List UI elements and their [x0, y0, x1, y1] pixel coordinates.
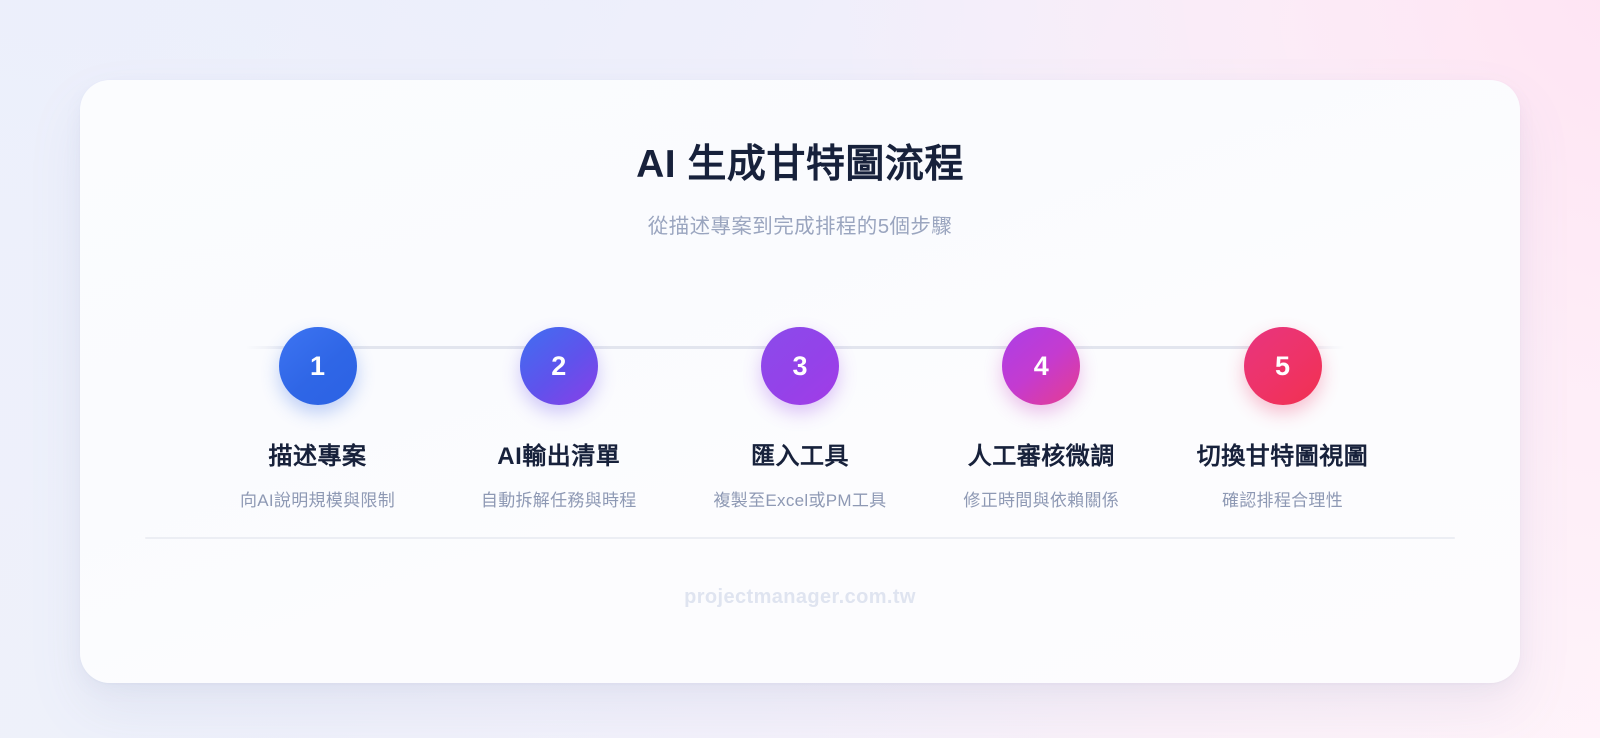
step-number-badge-4[interactable]: 4: [1002, 327, 1081, 405]
step-description-2: 自動拆解任務與時程: [480, 490, 637, 510]
step-number-badge-2[interactable]: 2: [519, 327, 598, 405]
flow-card: AI 生成甘特圖流程 從描述專案到完成排程的5個步驟 1 描述專案 向AI說明規…: [80, 80, 1520, 683]
step-item-5[interactable]: 5 切換甘特圖視圖 確認排程合理性: [1180, 327, 1385, 511]
step-number-3: 3: [792, 350, 808, 381]
step-item-1[interactable]: 1 描述專案 向AI說明規模與限制: [215, 327, 420, 511]
step-item-4[interactable]: 4 人工審核微調 修正時間與依賴關係: [939, 327, 1144, 511]
step-number-badge-1[interactable]: 1: [278, 327, 357, 405]
step-item-3[interactable]: 3 匯入工具 複製至Excel或PM工具: [698, 327, 903, 511]
page-title: AI 生成甘特圖流程: [636, 143, 964, 186]
step-item-2[interactable]: 2 AI輸出清單 自動拆解任務與時程: [456, 327, 661, 511]
step-description-3: 複製至Excel或PM工具: [713, 490, 887, 510]
step-title-4: 人工審核微調: [967, 443, 1115, 470]
step-title-1: 描述專案: [268, 443, 367, 470]
step-title-2: AI輸出清單: [497, 443, 621, 470]
step-description-5: 確認排程合理性: [1221, 490, 1344, 510]
step-number-1: 1: [309, 350, 326, 381]
brand-footer: projectmanager.com.tw: [684, 586, 916, 608]
step-number-badge-5[interactable]: 5: [1243, 327, 1322, 405]
step-number-badge-3[interactable]: 3: [761, 327, 839, 405]
step-title-5: 切換甘特圖視圖: [1196, 443, 1369, 470]
step-title-3: 匯入工具: [751, 443, 849, 470]
step-description-1: 向AI說明規模與限制: [239, 490, 396, 510]
step-number-4: 4: [1033, 350, 1049, 381]
step-description-4: 修正時間與依賴關係: [963, 490, 1120, 510]
footer-divider: [145, 537, 1455, 539]
card-header: AI 生成甘特圖流程 從描述專案到完成排程的5個步驟: [80, 143, 1520, 239]
steps-section: 1 描述專案 向AI說明規模與限制 2 AI輸出清單 自動拆解任務與時程 3: [80, 327, 1520, 537]
step-number-2: 2: [551, 350, 567, 381]
steps-list: 1 描述專案 向AI說明規模與限制 2 AI輸出清單 自動拆解任務與時程 3: [80, 327, 1520, 511]
page-subtitle: 從描述專案到完成排程的5個步驟: [647, 214, 953, 238]
step-number-5: 5: [1274, 350, 1291, 381]
